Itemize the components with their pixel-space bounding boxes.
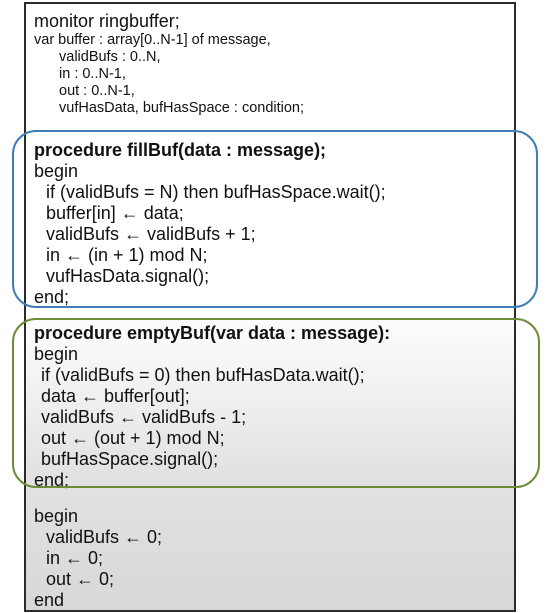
init-line-3: out ← 0; <box>46 569 115 589</box>
decl-validbufs: validBufs : 0..N, <box>59 49 161 65</box>
decl-in: in : 0..N-1, <box>59 66 126 82</box>
emptybuf-line-5: bufHasSpace.signal(); <box>41 449 219 469</box>
emptybuf-heading: procedure emptyBuf(var data : message): <box>34 323 391 343</box>
emptybuf-end: end; <box>34 470 70 490</box>
decl-buffer: var buffer : array[0..N-1] of message, <box>34 32 271 48</box>
decl-out: out : 0..N-1, <box>59 83 135 99</box>
fillbuf-line-2: buffer[in] ← data; <box>46 203 184 223</box>
monitor-code-frame: monitor ringbuffer; var buffer : array[0… <box>24 2 516 612</box>
init-line-2: in ← 0; <box>46 548 104 568</box>
decl-conditions: vufHasData, bufHasSpace : condition; <box>59 100 305 116</box>
fillbuf-line-5: vufHasData.signal(); <box>46 266 210 286</box>
fillbuf-end: end; <box>34 287 70 307</box>
fillbuf-line-1: if (validBufs = N) then bufHasSpace.wait… <box>46 182 386 202</box>
init-line-1: validBufs ← 0; <box>46 527 163 547</box>
emptybuf-line-4: out ← (out + 1) mod N; <box>41 428 225 448</box>
fillbuf-begin: begin <box>34 161 79 181</box>
fillbuf-heading: procedure fillBuf(data : message); <box>34 140 327 160</box>
emptybuf-line-1: if (validBufs = 0) then bufHasData.wait(… <box>41 365 365 385</box>
init-begin: begin <box>34 506 79 526</box>
init-end: end <box>34 590 65 610</box>
fillbuf-line-3: validBufs ← validBufs + 1; <box>46 224 256 244</box>
monitor-header: monitor ringbuffer; <box>34 11 180 31</box>
fillbuf-line-4: in ← (in + 1) mod N; <box>46 245 208 265</box>
emptybuf-line-2: data ← buffer[out]; <box>41 386 190 406</box>
emptybuf-line-3: validBufs ← validBufs - 1; <box>41 407 247 427</box>
emptybuf-begin: begin <box>34 344 79 364</box>
